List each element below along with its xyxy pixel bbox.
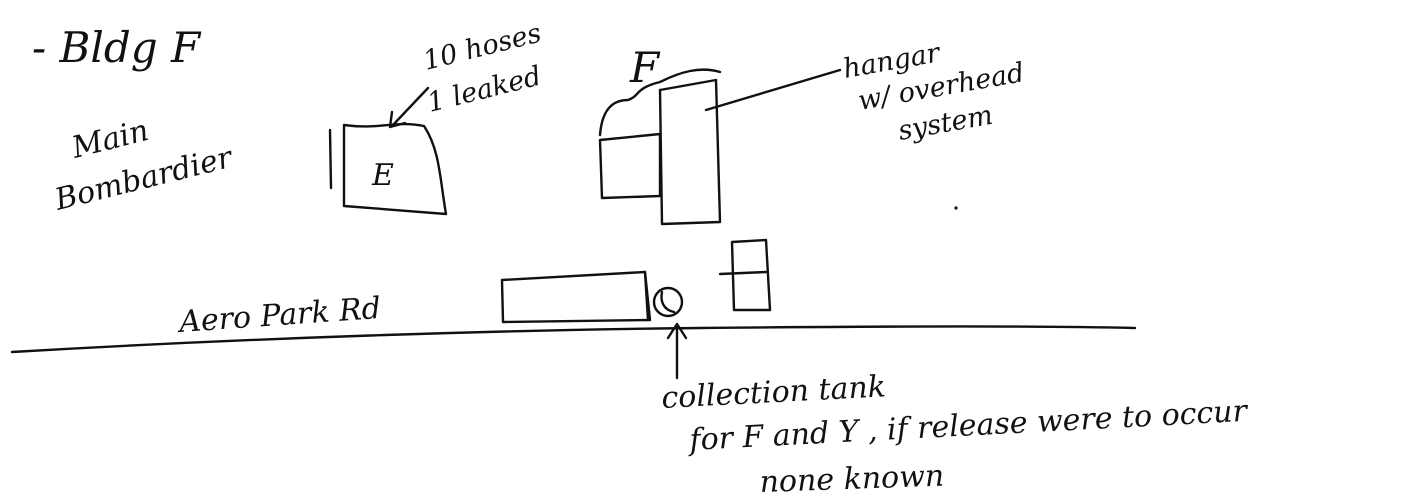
building-e-label: E bbox=[371, 158, 394, 193]
building-e-edge bbox=[330, 130, 331, 188]
hoses-arrow bbox=[392, 88, 428, 126]
tank-note-line1: collection tank bbox=[661, 369, 887, 416]
building-f-label: F bbox=[629, 43, 661, 92]
building-e-shape bbox=[344, 124, 446, 214]
hangar-pointer-line bbox=[706, 70, 840, 110]
road-label: Aero Park Rd bbox=[175, 291, 382, 340]
long-building bbox=[502, 272, 650, 322]
building-f-annex bbox=[600, 134, 660, 198]
tank-note-line3: none known bbox=[759, 459, 945, 500]
title-text: - Bldg F bbox=[32, 23, 202, 72]
tank-inner-mark bbox=[662, 292, 675, 312]
hangar-shape bbox=[660, 80, 720, 224]
small-building bbox=[732, 240, 770, 310]
long-building-divider bbox=[645, 272, 648, 320]
small-building-mark bbox=[720, 272, 766, 274]
collection-tank-symbol bbox=[654, 288, 682, 316]
stray-dot bbox=[954, 206, 957, 209]
main-label: Main bbox=[67, 113, 152, 166]
